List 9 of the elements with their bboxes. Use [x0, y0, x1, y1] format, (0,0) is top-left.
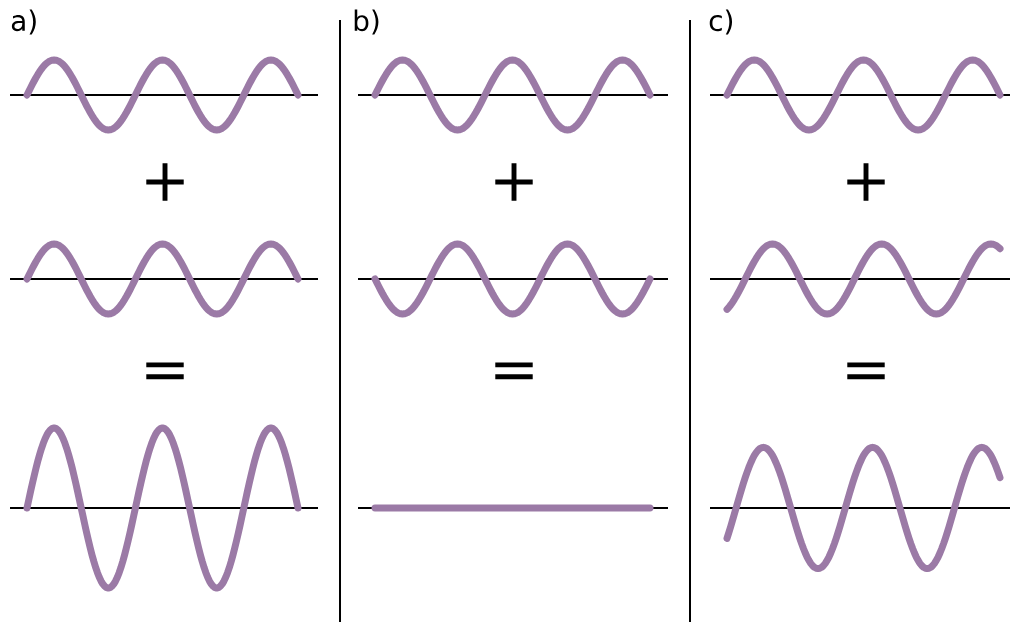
panel-label: a) [11, 9, 36, 35]
panel-label: c) [709, 9, 733, 35]
operator-sign: + [146, 163, 184, 201]
operator-sign: + [847, 163, 885, 201]
operator-sign: = [495, 362, 533, 380]
operator-sign: + [495, 163, 533, 201]
operator-sign: = [146, 362, 184, 380]
panel-label: b) [354, 9, 379, 35]
operator-sign: = [847, 362, 885, 380]
